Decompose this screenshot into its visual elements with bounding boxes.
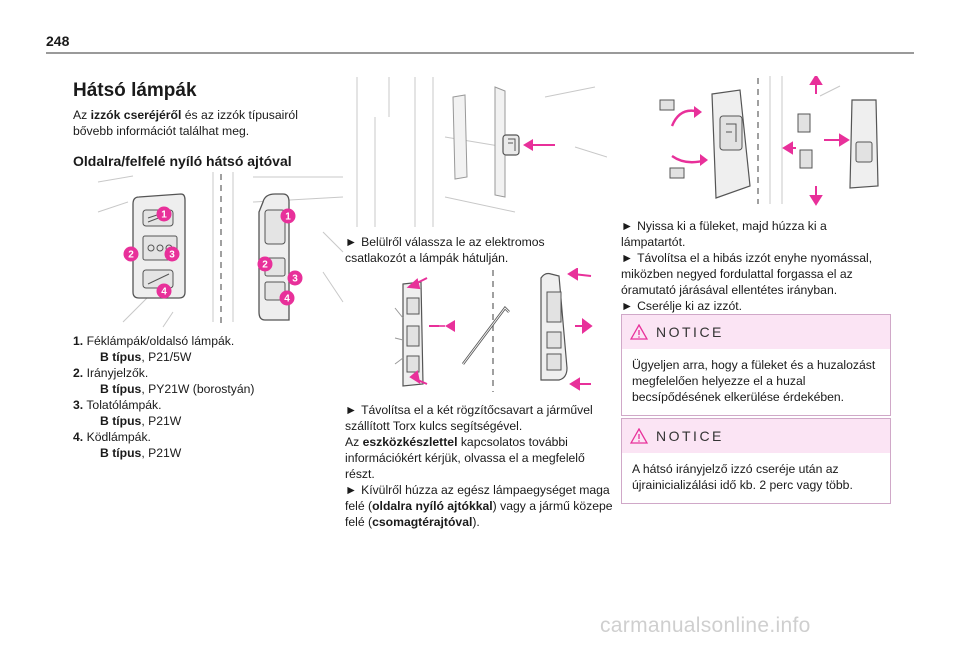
section-title: Hátsó lámpák xyxy=(73,80,197,101)
right-steps: ►Nyissa ki a füleket, majd húzza ki a lá… xyxy=(621,219,873,313)
electrical-connector xyxy=(502,134,520,156)
callout-3-right: 3 xyxy=(287,270,303,286)
connector-diagram xyxy=(345,77,607,227)
notice-box: NOTICE A hátsó irányjelző izzó cseréje u… xyxy=(621,418,891,504)
notice-box: NOTICE Ügyeljen arra, hogy a füleket és … xyxy=(621,314,891,416)
svg-text:3: 3 xyxy=(292,274,298,285)
svg-text:1: 1 xyxy=(161,210,167,221)
middle-steps: ►Távolítsa el a két rögzítőcsavart a jár… xyxy=(345,403,613,529)
callout-3-left: 3 xyxy=(164,246,180,262)
callout-1-right: 1 xyxy=(280,208,296,224)
bulb-list: 1. Féklámpák/oldalsó lámpák. B típus, P2… xyxy=(73,333,323,461)
intro-text: Az izzók cseréjéről és az izzók típusair… xyxy=(73,108,298,138)
callout-2-right: 2 xyxy=(257,256,273,272)
watermark: carmanualsonline.info xyxy=(600,614,811,637)
left-column: Hátsó lámpák Az izzók cseréjéről és az i… xyxy=(73,80,323,169)
warning-triangle-icon xyxy=(630,324,648,340)
svg-text:4: 4 xyxy=(284,294,290,305)
subsection-title: Oldalra/felfelé nyíló hátsó ajtóval xyxy=(73,153,292,169)
page-number: 248 xyxy=(46,33,70,49)
callout-1-left: 1 xyxy=(156,206,172,222)
list-item: 4. Ködlámpák. B típus, P21W xyxy=(73,430,182,460)
svg-text:4: 4 xyxy=(161,287,167,298)
notice-title: NOTICE xyxy=(656,428,724,444)
svg-text:3: 3 xyxy=(169,250,175,261)
rear-lamp-diagram: 1 2 3 4 1 2 3 4 xyxy=(93,172,345,330)
list-item: 3. Tolatólámpák. B típus, P21W xyxy=(73,398,182,428)
notice-title: NOTICE xyxy=(656,324,724,340)
svg-text:2: 2 xyxy=(262,260,268,271)
warning-triangle-icon xyxy=(630,428,648,444)
bulb-holder-diagram xyxy=(620,76,886,206)
notice-text: A hátsó irányjelző izzó cseréje után az … xyxy=(632,462,853,492)
callout-4-left: 4 xyxy=(156,283,172,299)
notice-text: Ügyeljen arra, hogy a füleket és a huzal… xyxy=(632,358,876,404)
list-item: 1. Féklámpák/oldalsó lámpák. B típus, P2… xyxy=(73,334,235,364)
list-item: 2. Irányjelzők. B típus, PY21W (borostyá… xyxy=(73,366,255,396)
svg-text:1: 1 xyxy=(285,212,291,223)
lamp-removal-diagram xyxy=(345,268,607,394)
middle-step-1: ►Belülről válassza le az elektromos csat… xyxy=(345,235,545,265)
callout-2-left: 2 xyxy=(123,246,139,262)
notice-header: NOTICE xyxy=(622,419,890,453)
header-rule xyxy=(46,52,914,54)
svg-text:2: 2 xyxy=(128,250,134,261)
notice-header: NOTICE xyxy=(622,315,890,349)
callout-4-right: 4 xyxy=(279,290,295,306)
